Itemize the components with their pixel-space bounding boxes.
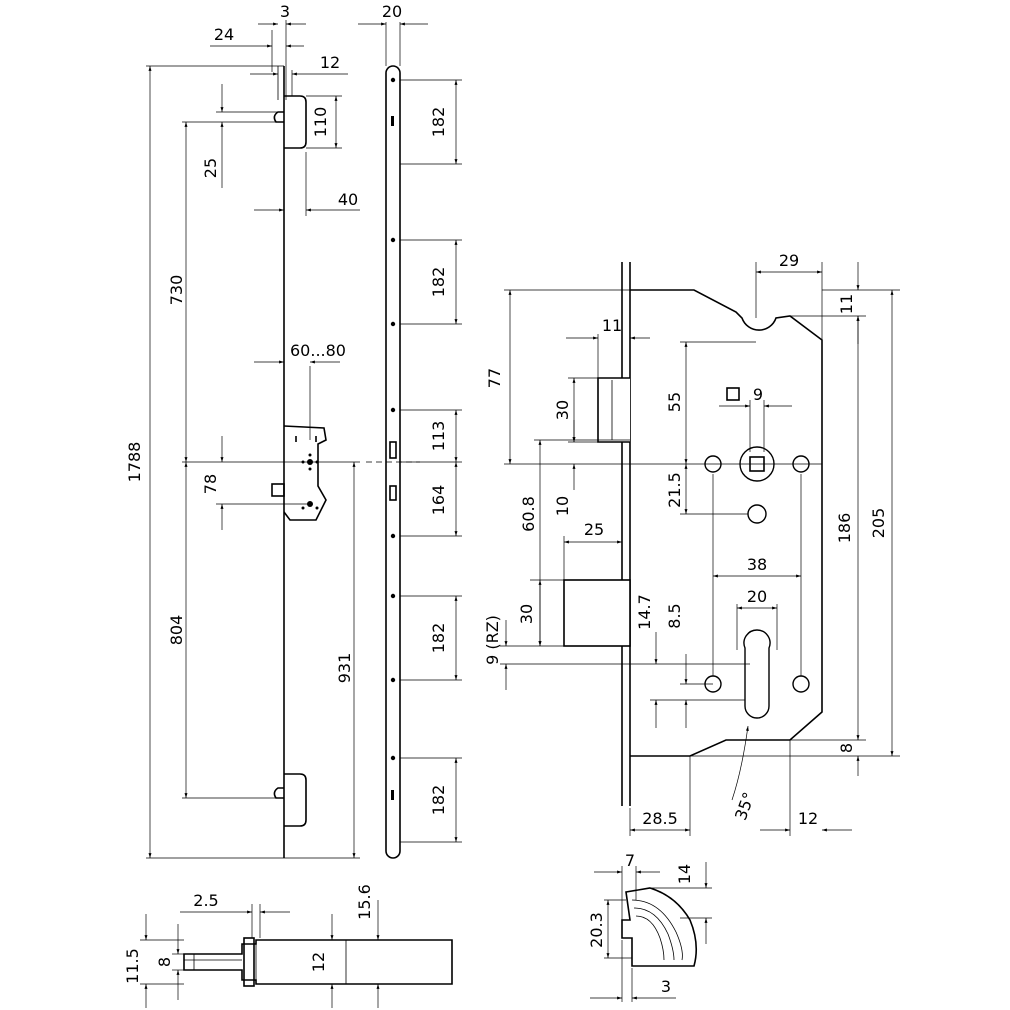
strip-side-view: 1788 730 804 931 25 110 40 60...80 78 xyxy=(125,2,360,859)
dim-35-angle: 35° xyxy=(731,790,759,823)
dim-8-bv: 8 xyxy=(155,957,174,967)
dim-8-bottom: 8 xyxy=(837,743,856,753)
dim-12-bv: 12 xyxy=(309,952,328,972)
lock-body-view: 29 11 186 205 8 11 77 30 10 55 xyxy=(483,251,900,836)
faceplate-front-view: 20 182 182 113 164 182 xyxy=(358,2,462,859)
profile-section-view: 7 14 20.3 3 xyxy=(587,851,712,1002)
dim-12: 12 xyxy=(320,53,340,72)
dim-182-d: 182 xyxy=(429,785,448,816)
dim-60-80: 60...80 xyxy=(290,341,346,360)
dim-24: 24 xyxy=(214,25,234,44)
dim-164: 164 xyxy=(429,485,448,516)
dim-11-5: 11.5 xyxy=(123,948,142,984)
dim-730: 730 xyxy=(167,275,186,306)
dim-8-5: 8.5 xyxy=(665,603,684,628)
dim-3-profile: 3 xyxy=(661,977,671,996)
dim-21-5: 21.5 xyxy=(665,472,684,508)
dim-20-3: 20.3 xyxy=(587,912,606,948)
dim-15-6: 15.6 xyxy=(355,884,374,920)
dim-78: 78 xyxy=(201,474,220,494)
dim-55: 55 xyxy=(665,392,684,412)
dim-931: 931 xyxy=(335,653,354,684)
dim-60-8: 60.8 xyxy=(519,496,538,532)
dim-28-5: 28.5 xyxy=(642,809,678,828)
dim-11-latch: 11 xyxy=(602,316,622,335)
dim-20-cyl: 20 xyxy=(747,587,767,606)
dim-205: 205 xyxy=(869,508,888,539)
dim-7: 7 xyxy=(625,851,635,870)
dim-25: 25 xyxy=(201,158,220,178)
dim-38: 38 xyxy=(747,555,767,574)
dim-1788: 1788 xyxy=(125,442,144,483)
dim-10: 10 xyxy=(553,496,572,516)
dim-182-b: 182 xyxy=(429,267,448,298)
dim-77: 77 xyxy=(485,368,504,388)
dim-110: 110 xyxy=(311,107,330,138)
bottom-end-view: 2.5 11.5 8 12 15.6 xyxy=(123,884,453,1008)
dim-14: 14 xyxy=(675,864,694,884)
dim-40: 40 xyxy=(338,190,358,209)
dim-11-top: 11 xyxy=(837,294,856,314)
dim-2-5: 2.5 xyxy=(193,891,218,910)
dim-20: 20 xyxy=(382,2,402,21)
dim-25-bolt: 25 xyxy=(584,520,604,539)
dim-9-rz: 9 (RZ) xyxy=(483,615,502,665)
dim-30-bolt: 30 xyxy=(517,604,536,624)
dim-182-c: 182 xyxy=(429,623,448,654)
dim-3: 3 xyxy=(280,2,290,21)
dim-804: 804 xyxy=(167,615,186,646)
dim-113: 113 xyxy=(429,421,448,452)
dim-182-a: 182 xyxy=(429,107,448,138)
dim-186: 186 xyxy=(835,513,854,544)
dim-14-7: 14.7 xyxy=(635,594,654,630)
dim-29: 29 xyxy=(779,251,799,270)
dim-12-edge: 12 xyxy=(798,809,818,828)
dim-9-square: 9 xyxy=(753,385,763,404)
dim-30-latch: 30 xyxy=(553,400,572,420)
